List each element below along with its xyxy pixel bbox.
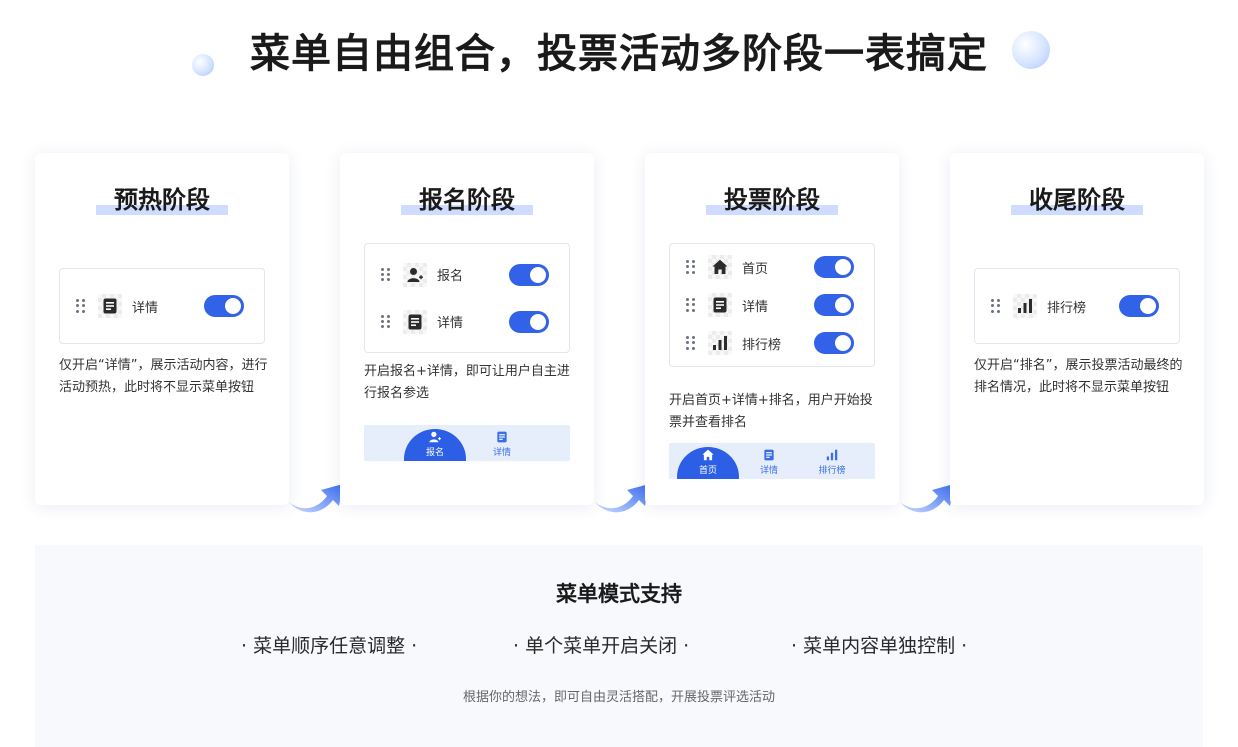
section-title: 菜单模式支持 (556, 582, 682, 606)
menu-toggle-switch[interactable] (814, 294, 854, 316)
drag-handle-icon[interactable] (686, 260, 696, 274)
home-icon (708, 255, 732, 279)
stage-title: 收尾阶段 (1011, 183, 1143, 217)
decor-bubble-large (1012, 31, 1050, 69)
menu-config-panel: 排行榜 (974, 268, 1180, 344)
menu-row-detail: 详情 (365, 298, 569, 345)
section-subtitle: 根据你的想法，即可自由灵活搭配，开展投票评选活动 (462, 690, 775, 705)
arrow-right-icon (595, 484, 649, 513)
feature-item: · 单个菜单开启关闭 · (513, 635, 690, 657)
preview-tabbar: 报名 详情 (364, 425, 570, 461)
menu-toggle-switch[interactable] (1119, 295, 1159, 317)
menu-config-panel: 详情 (59, 268, 265, 344)
arrow-right-icon (900, 484, 954, 513)
menu-item-label: 报名 (437, 269, 464, 284)
page-title: 菜单自由组合，投票活动多阶段一表搞定 (250, 31, 988, 77)
menu-row-detail: 详情 (670, 286, 874, 324)
tab-detail[interactable]: 详情 (484, 425, 520, 461)
drag-handle-icon[interactable] (991, 299, 1001, 313)
tab-signup[interactable]: 报名 (410, 425, 460, 461)
stage-card-voting: 投票阶段 首页 详情 排行榜 开启首页+详情+排名，用户开始投票并 (645, 153, 899, 505)
tab-label: 排行榜 (818, 466, 846, 476)
menu-toggle-switch[interactable] (509, 263, 549, 286)
menu-config-panel: 首页 详情 排行榜 (669, 243, 875, 367)
menu-toggle-switch[interactable] (204, 295, 244, 317)
stage-description: 开启报名+详情，即可让用户自主进行报名参选 (364, 364, 570, 401)
decor-bubble-small (192, 54, 214, 76)
menu-toggle-switch[interactable] (814, 256, 854, 278)
bar-chart-icon (826, 448, 838, 462)
menu-item-label: 详情 (132, 300, 159, 316)
drag-handle-icon[interactable] (381, 314, 391, 329)
tab-detail[interactable]: 详情 (751, 443, 787, 479)
stage-description: 仅开启“详情”，展示活动内容，进行活动预热，此时将不显示菜单按钮 (59, 358, 268, 395)
menu-config-panel: 报名 详情 (364, 243, 570, 353)
preview-tabbar: 首页 详情 排行榜 (669, 443, 875, 479)
tab-label: 详情 (492, 448, 511, 458)
document-icon (403, 309, 427, 334)
stage-description: 开启首页+详情+排名，用户开始投票并查看排名 (669, 393, 873, 430)
menu-mode-support-section: 菜单模式支持 · 菜单顺序任意调整 · · 单个菜单开启关闭 · · 菜单内容单… (35, 545, 1203, 747)
home-icon (702, 448, 714, 462)
tab-label: 报名 (425, 448, 444, 458)
arrow-right-icon (289, 484, 343, 513)
tab-home[interactable]: 首页 (683, 443, 733, 479)
bar-chart-icon (708, 331, 732, 355)
stage-card-closing: 收尾阶段 排行榜 仅开启“排名”，展示投票活动最终的排名情况，此时将不显示菜单按… (950, 153, 1204, 505)
drag-handle-icon[interactable] (381, 267, 391, 282)
document-icon (764, 448, 774, 462)
menu-row-ranking: 排行榜 (975, 269, 1179, 343)
feature-item: · 菜单顺序任意调整 · (241, 635, 418, 657)
menu-item-label: 详情 (742, 299, 769, 315)
user-add-icon (403, 262, 427, 287)
stage-title: 投票阶段 (706, 183, 838, 217)
headline-wrap: 菜单自由组合，投票活动多阶段一表搞定 (0, 28, 1238, 80)
tab-ranking[interactable]: 排行榜 (807, 443, 857, 479)
document-icon (497, 430, 507, 444)
menu-item-label: 首页 (742, 261, 769, 277)
menu-row-signup: 报名 (365, 251, 569, 298)
menu-item-label: 排行榜 (742, 337, 782, 353)
tab-label: 首页 (698, 466, 717, 476)
menu-row-home: 首页 (670, 248, 874, 286)
tab-label: 详情 (759, 466, 778, 476)
stage-card-signup: 报名阶段 报名 详情 开启报名+详情，即可让用户自主进行报名参选 报名 (340, 153, 594, 505)
document-icon (98, 294, 122, 318)
menu-item-label: 详情 (437, 316, 464, 331)
stage-card-warmup: 预热阶段 详情 仅开启“详情”，展示活动内容，进行活动预热，此时将不显示菜单按钮 (35, 153, 289, 505)
user-add-icon (429, 430, 441, 444)
feature-item: · 菜单内容单独控制 · (791, 635, 968, 657)
menu-toggle-switch[interactable] (814, 332, 854, 354)
drag-handle-icon[interactable] (686, 336, 696, 350)
menu-toggle-switch[interactable] (509, 310, 549, 333)
stage-description: 仅开启“排名”，展示投票活动最终的排名情况，此时将不显示菜单按钮 (974, 358, 1183, 395)
document-icon (708, 293, 732, 317)
stage-title: 报名阶段 (401, 183, 533, 217)
drag-handle-icon[interactable] (76, 299, 86, 313)
menu-item-label: 排行榜 (1047, 300, 1087, 316)
stage-title: 预热阶段 (96, 183, 228, 217)
drag-handle-icon[interactable] (686, 298, 696, 312)
menu-row-detail: 详情 (60, 269, 264, 343)
menu-row-ranking: 排行榜 (670, 324, 874, 362)
bar-chart-icon (1013, 294, 1037, 318)
